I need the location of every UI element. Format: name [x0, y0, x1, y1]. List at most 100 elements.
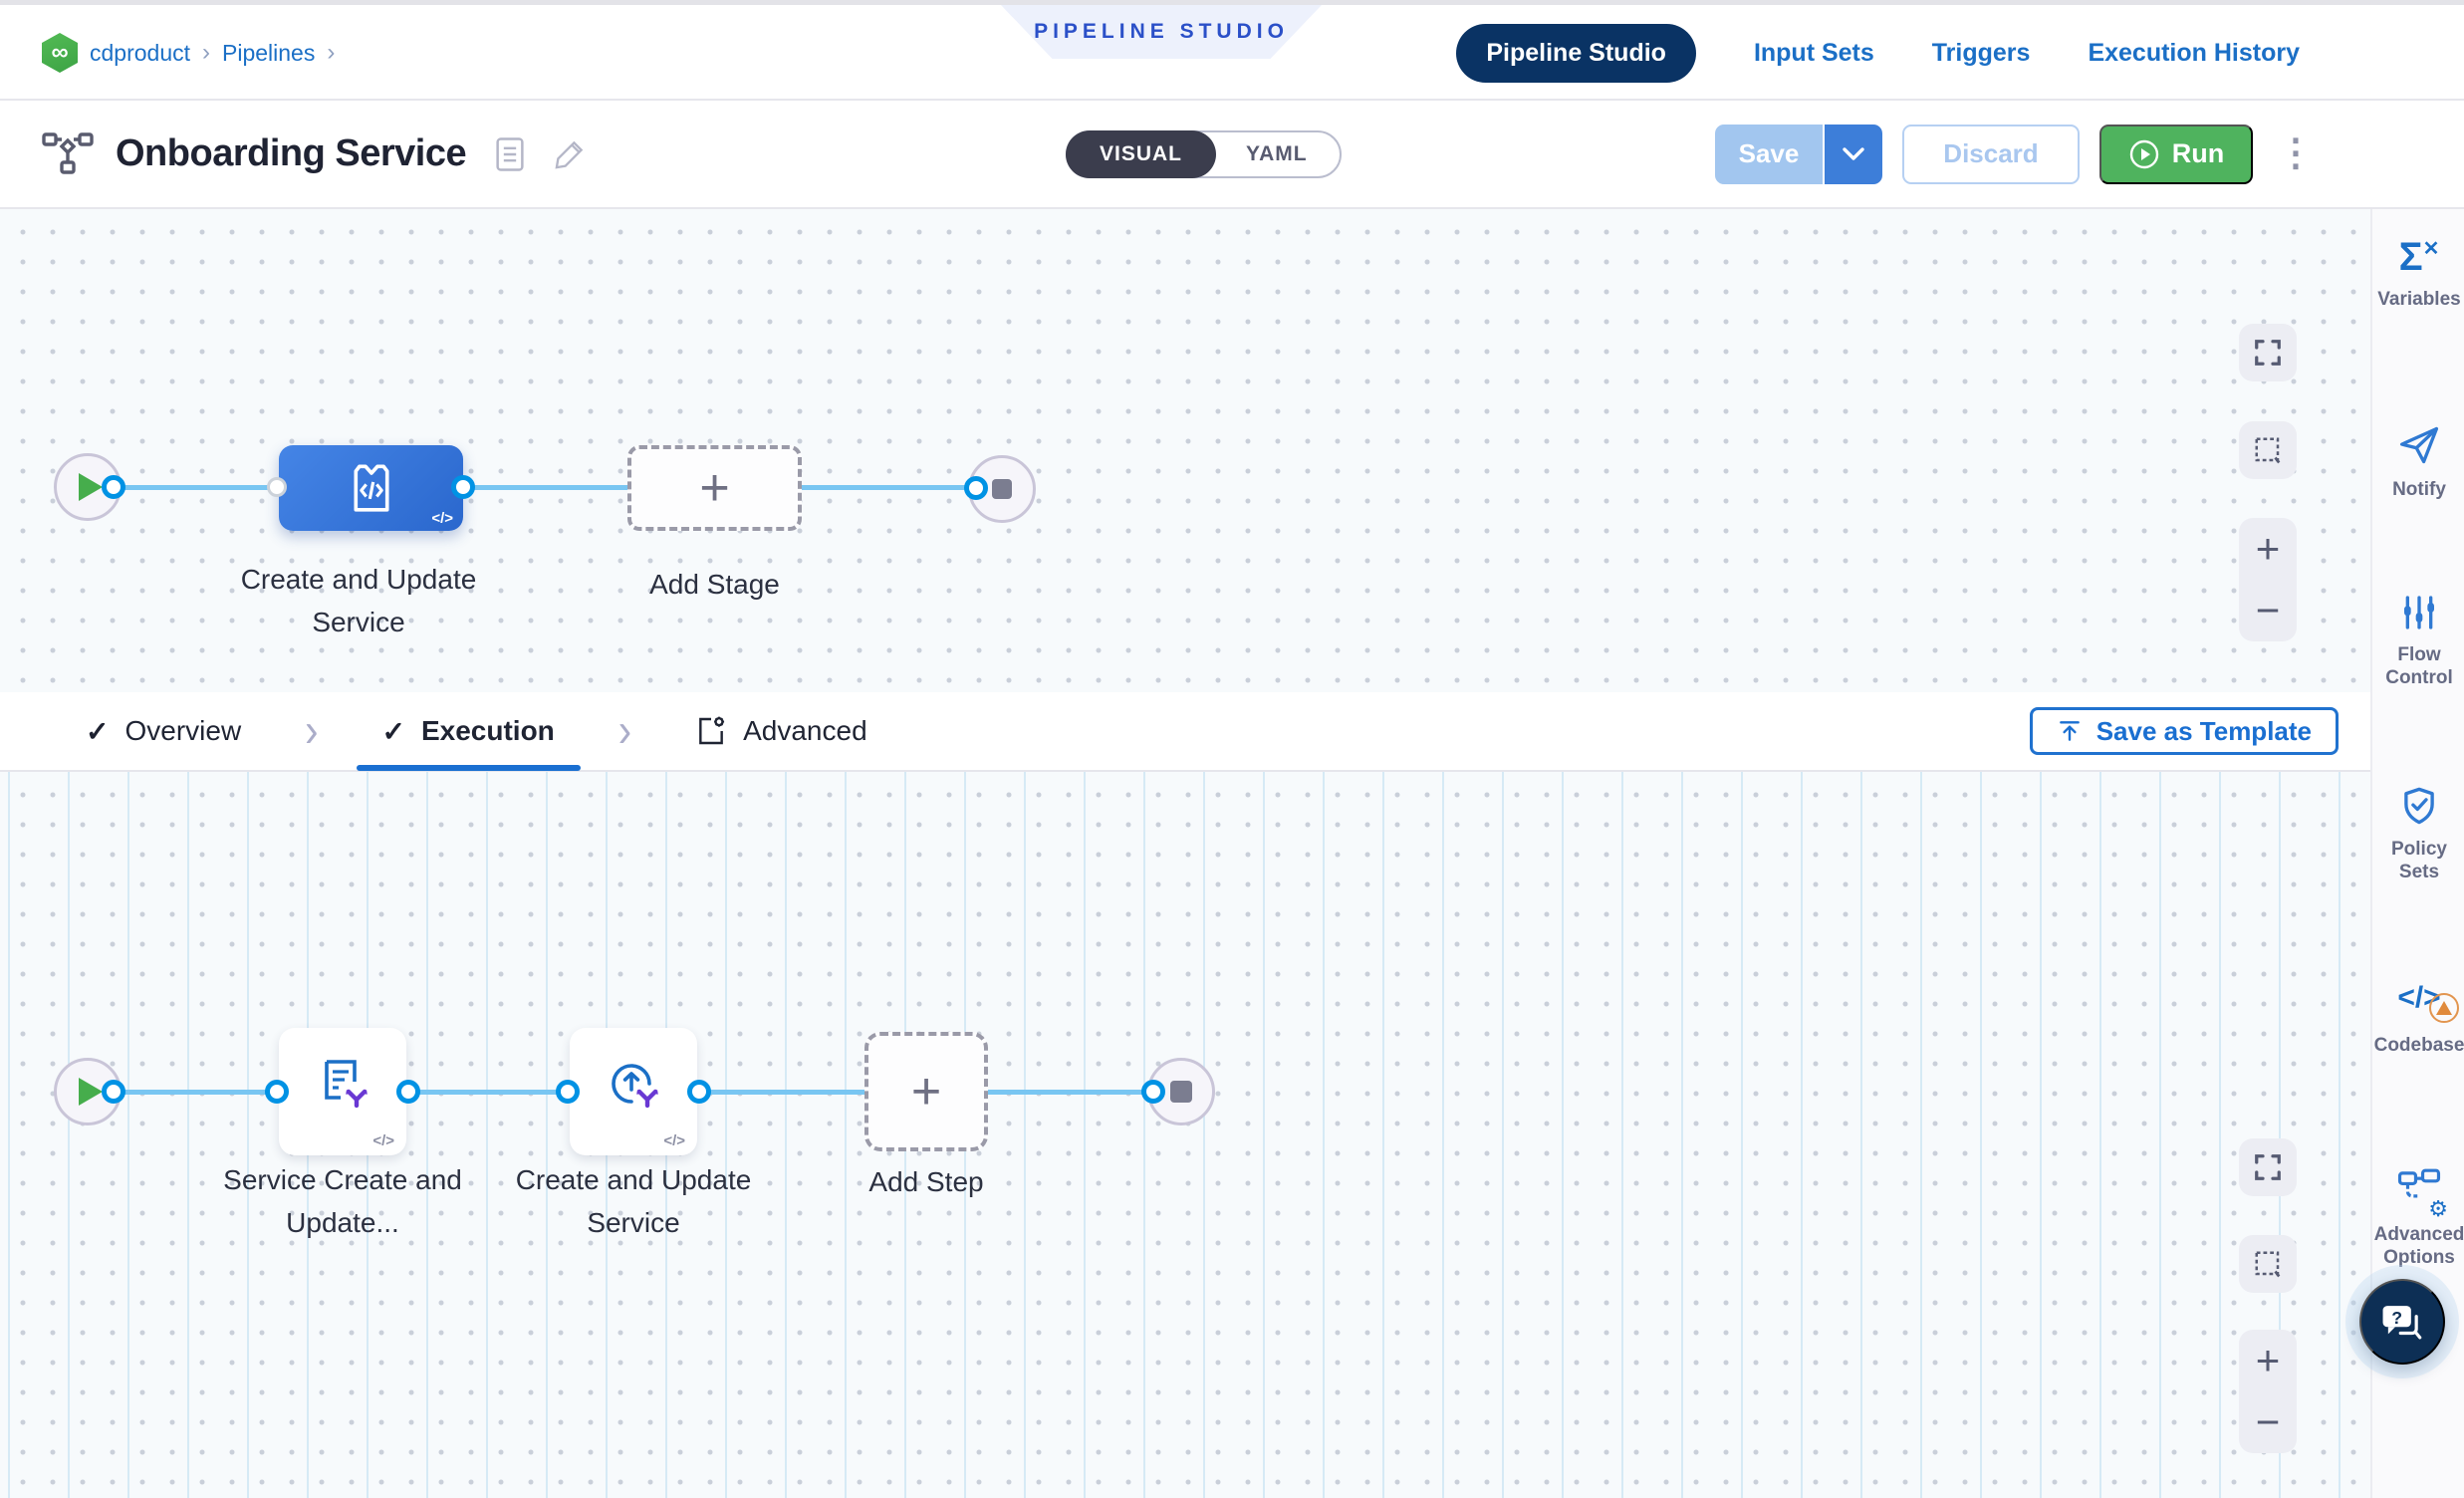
- pipeline-studio-badge: PIPELINE STUDIO: [1001, 5, 1322, 59]
- stage-node-create-and-update-service[interactable]: </>: [279, 445, 463, 531]
- zoom-out-button[interactable]: −: [2255, 587, 2281, 633]
- save-options-chevron-button[interactable]: [1825, 124, 1882, 184]
- connector-port[interactable]: [267, 477, 287, 497]
- add-step-label: Add Step: [868, 1166, 984, 1197]
- step-label: Service Create and Update...: [223, 1164, 462, 1239]
- fullscreen-icon: [2255, 340, 2281, 366]
- upload-icon: [2059, 721, 2080, 741]
- stage-canvas[interactable]: </> + Create and Update Service Add Stag…: [0, 209, 2370, 692]
- sidebar-item-policy-sets[interactable]: Policy Sets: [2372, 785, 2464, 884]
- connector-port[interactable]: [687, 1080, 711, 1104]
- toggle-yaml[interactable]: YAML: [1246, 141, 1308, 165]
- sidebar-item-advanced-options[interactable]: ⚙ Advanced Options: [2372, 1167, 2464, 1270]
- tab-execution-history[interactable]: Execution History: [2088, 38, 2300, 67]
- tab-pipeline-studio[interactable]: Pipeline Studio: [1456, 23, 1696, 83]
- policy-shield-check-icon: [2404, 787, 2434, 825]
- connector-port[interactable]: [1141, 1080, 1165, 1104]
- connector-port[interactable]: [265, 1080, 289, 1104]
- help-chat-button[interactable]: ?: [2359, 1279, 2445, 1365]
- execution-end-node: [1147, 1058, 1215, 1125]
- canvas-select-button[interactable]: [2239, 421, 2297, 479]
- pipeline-studio-badge-label: PIPELINE STUDIO: [1034, 20, 1289, 43]
- top-bar: ∞ cdproduct › Pipelines › PIPELINE STUDI…: [0, 5, 2464, 101]
- connector-port[interactable]: [964, 476, 988, 500]
- top-nav: Pipeline Studio Input Sets Triggers Exec…: [1456, 5, 2300, 101]
- sidebar-item-notify[interactable]: Notify: [2372, 423, 2464, 502]
- zoom-out-button[interactable]: −: [2255, 1398, 2281, 1445]
- tab-overview[interactable]: ✓ Overview: [50, 691, 277, 771]
- sidebar-item-label: Variables: [2377, 289, 2461, 310]
- sidebar-item-variables[interactable]: Σ✕ Variables: [2372, 237, 2464, 312]
- breadcrumb-separator-icon: ›: [202, 39, 211, 66]
- add-step-button[interactable]: +: [864, 1032, 988, 1151]
- end-stop-icon: [992, 479, 1012, 499]
- visual-yaml-toggle: VISUAL YAML: [1066, 129, 1342, 178]
- run-label: Run: [2171, 138, 2225, 168]
- tab-execution[interactable]: ✓ Execution: [347, 691, 591, 771]
- stage-label: Create and Update Service: [240, 564, 477, 638]
- breadcrumb: ∞ cdproduct › Pipelines ›: [42, 5, 335, 101]
- pipeline-icon: [42, 131, 94, 174]
- tab-overview-label: Overview: [124, 715, 242, 746]
- infinity-glyph: ∞: [51, 39, 69, 66]
- gear-icon: ⚙: [2428, 1196, 2448, 1221]
- step-node-service-create-and-update[interactable]: </>: [279, 1028, 406, 1155]
- page-title: Onboarding Service: [116, 132, 467, 174]
- title-bar: Onboarding Service VISUAL YAML Save Disc…: [0, 101, 2464, 209]
- save-split-button: Save: [1715, 124, 1882, 184]
- connector-line: [100, 485, 1001, 490]
- svg-text:?: ?: [2391, 1308, 2402, 1328]
- flow-control-sliders-icon: [2404, 596, 2434, 629]
- sidebar-item-label: Advanced Options: [2373, 1224, 2464, 1268]
- sidebar-item-label: Flow Control: [2385, 644, 2453, 688]
- start-play-icon: [79, 1078, 103, 1106]
- zoom-in-button[interactable]: +: [2255, 1337, 2281, 1383]
- edit-pencil-icon[interactable]: [554, 137, 586, 171]
- connector-port[interactable]: [556, 1080, 580, 1104]
- breadcrumb-separator-icon: ›: [327, 39, 336, 66]
- sidebar-item-codebase[interactable]: </> Codebase: [2372, 981, 2464, 1058]
- save-as-template-label: Save as Template: [2095, 715, 2312, 746]
- sidebar-item-label: Notify: [2392, 479, 2446, 500]
- pipeline-end-node: [968, 455, 1036, 523]
- service-step-icon: [325, 1060, 368, 1109]
- canvas-fullscreen-button[interactable]: [2239, 1138, 2297, 1196]
- execution-step-canvas[interactable]: </> </> + Service Create and Update... C…: [0, 772, 2370, 1498]
- connector-port[interactable]: [102, 475, 125, 499]
- tab-advanced[interactable]: Advanced: [659, 691, 903, 771]
- step-label: Create and Update Service: [515, 1164, 752, 1239]
- description-doc-icon[interactable]: [494, 136, 526, 171]
- canvas-select-button[interactable]: [2239, 1235, 2297, 1293]
- connector-port[interactable]: [451, 475, 475, 499]
- connector-port[interactable]: [102, 1080, 125, 1104]
- chevron-right-icon: ›: [305, 704, 319, 757]
- stage-section-tabs: ✓ Overview › ✓ Execution › Advanced Save…: [0, 692, 2370, 772]
- save-button[interactable]: Save: [1715, 124, 1825, 184]
- custom-stage-icon: [353, 464, 389, 512]
- canvas-fullscreen-button[interactable]: [2239, 324, 2297, 381]
- more-options-kebab-icon[interactable]: ⋮: [2277, 132, 2315, 175]
- save-as-template-button[interactable]: Save as Template: [2029, 707, 2339, 755]
- run-play-icon: [2129, 139, 2158, 168]
- toggle-visual[interactable]: VISUAL: [1066, 129, 1217, 178]
- variables-sigma-icon: Σ✕: [2398, 235, 2440, 279]
- step-node-create-and-update-service[interactable]: </>: [570, 1028, 697, 1155]
- discard-button[interactable]: Discard: [1902, 124, 2080, 184]
- update-service-step-icon: [612, 1064, 658, 1109]
- connector-port[interactable]: [396, 1080, 420, 1104]
- plus-icon: +: [910, 1063, 942, 1121]
- tab-input-sets[interactable]: Input Sets: [1753, 38, 1874, 67]
- breadcrumb-pipelines-link[interactable]: Pipelines: [222, 39, 316, 66]
- chat-question-icon: ?: [2382, 1306, 2422, 1340]
- sidebar-item-flow-control[interactable]: Flow Control: [2372, 593, 2464, 690]
- add-stage-button[interactable]: +: [627, 445, 802, 531]
- breadcrumb-project-link[interactable]: cdproduct: [90, 39, 191, 66]
- run-button[interactable]: Run: [2099, 124, 2253, 184]
- zoom-in-button[interactable]: +: [2255, 525, 2281, 572]
- step-yaml-code-icon: </>: [663, 1132, 685, 1149]
- check-icon: ✓: [86, 715, 110, 747]
- tab-triggers[interactable]: Triggers: [1931, 38, 2031, 67]
- notify-send-icon: [2399, 426, 2439, 464]
- selection-box-icon: [2255, 1251, 2281, 1278]
- chevron-down-icon: [1843, 146, 1864, 160]
